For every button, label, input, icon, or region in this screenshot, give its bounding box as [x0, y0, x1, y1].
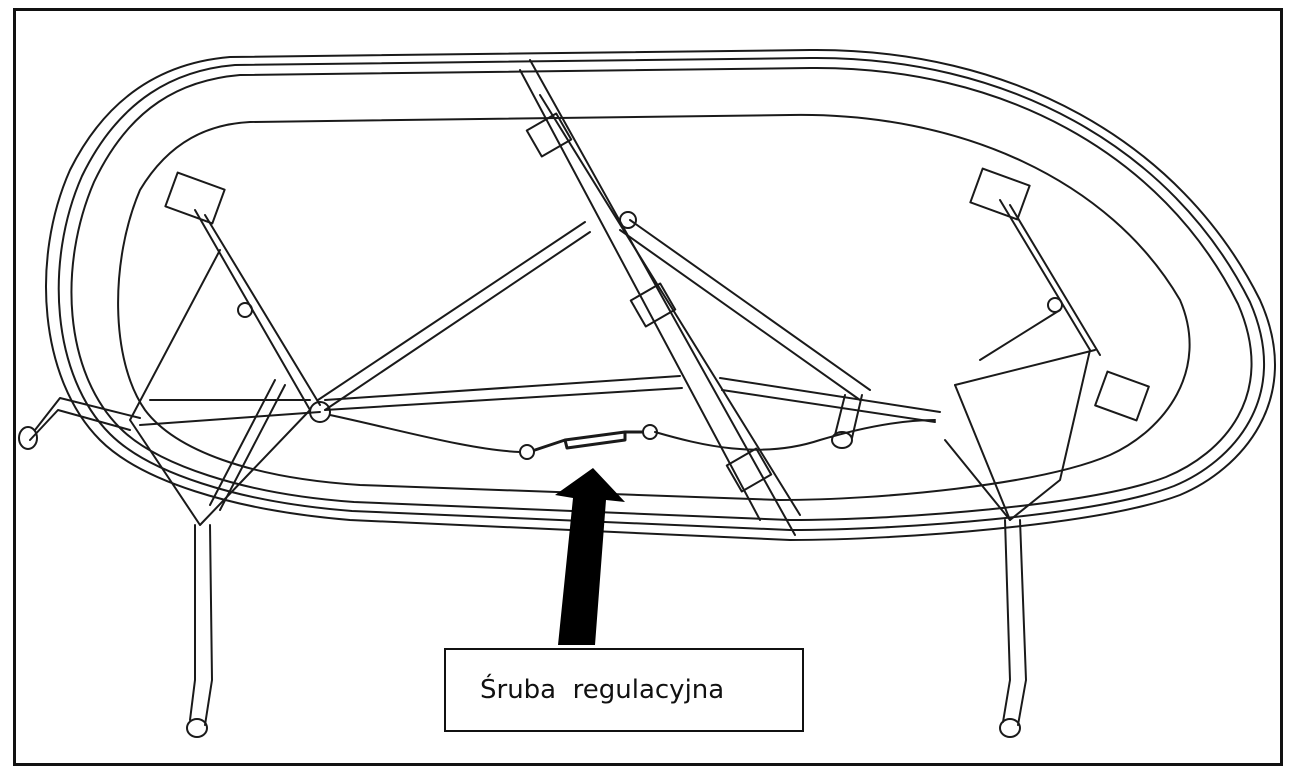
table-top-rim-inner-1 — [57, 56, 1265, 531]
tension-cable-left — [329, 414, 521, 453]
strut-to-right — [629, 219, 871, 391]
leg-bracket-right — [969, 167, 1031, 221]
center-seam-2 — [529, 59, 796, 536]
callout-label: Śruba regulacyjna — [480, 675, 725, 705]
table-top-outer-rim — [45, 48, 1276, 541]
right-leg-tube-vertical — [1002, 519, 1027, 726]
diagram-frame — [13, 8, 1283, 766]
left-leg-tube-horizontal — [29, 397, 141, 441]
strut-to-mid — [324, 375, 681, 401]
right-pivot-bolt — [1047, 297, 1063, 313]
left-leg-frame — [129, 209, 311, 526]
cable-eyelet-left — [519, 444, 535, 460]
table-top-rim-inner-2 — [70, 66, 1253, 521]
leg-bracket-left — [164, 171, 226, 225]
pointer-arrow — [555, 468, 625, 645]
center-seam-3 — [539, 94, 801, 516]
leg-bracket-right-lower — [1094, 370, 1150, 422]
tension-cable-right — [654, 419, 936, 451]
hinge-bracket-top — [525, 112, 573, 158]
hinge-bracket-low — [725, 447, 773, 493]
left-hub-bolt — [309, 401, 331, 423]
turnbuckle — [533, 430, 644, 452]
left-leg-tube-vertical — [189, 524, 213, 726]
right-leg-frame — [944, 199, 1091, 521]
callout-box: Śruba regulacyjna — [444, 648, 804, 732]
table-top-inner-panel — [117, 113, 1191, 501]
strut-to-top — [317, 221, 586, 401]
center-pivot-bolt — [619, 211, 637, 229]
left-pivot-bolt — [237, 302, 253, 318]
hinge-bracket-mid — [629, 282, 677, 328]
